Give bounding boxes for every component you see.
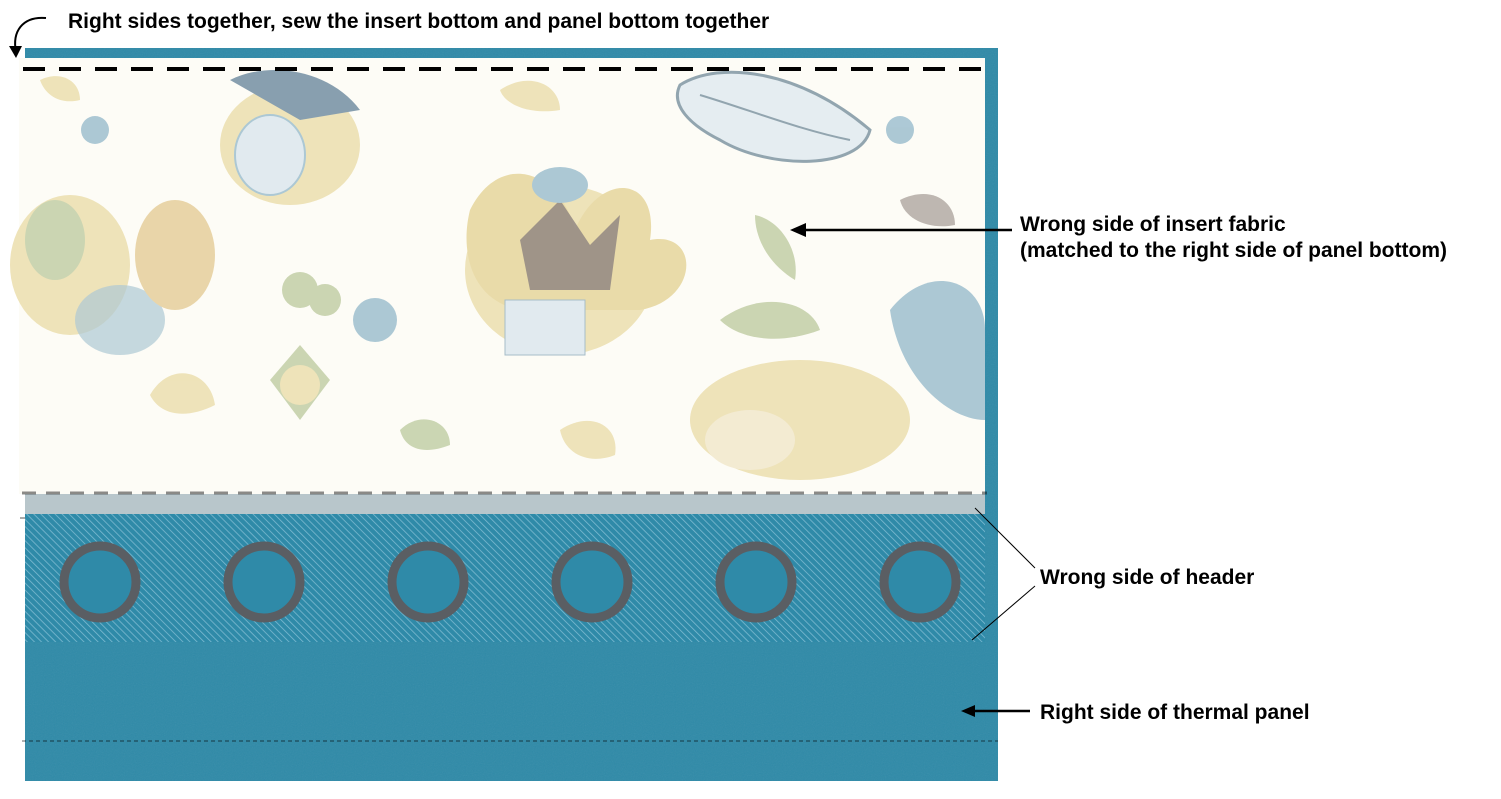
- insert-fabric-label-line1: Wrong side of insert fabric: [1020, 213, 1286, 236]
- curved-arrow-icon: [9, 16, 47, 58]
- thermal-panel-label: Right side of thermal panel: [1040, 701, 1310, 724]
- grommet: [59, 541, 141, 623]
- grommet-row: [59, 541, 961, 623]
- header-leader-lines: [971, 507, 1036, 641]
- grommet: [387, 541, 469, 623]
- floral-pattern: [10, 70, 985, 480]
- diagram-title: Right sides together, sew the insert bot…: [68, 10, 770, 33]
- grommet: [879, 541, 961, 623]
- header: [20, 514, 985, 642]
- header-label: Wrong side of header: [1040, 566, 1255, 589]
- panel-arrow: [961, 705, 1030, 717]
- grommet: [551, 541, 633, 623]
- seam-allowance: [25, 494, 985, 514]
- insert-fabric-label: Wrong side of insert fabric (matched to …: [1020, 212, 1447, 264]
- insert-fabric-label-line2: (matched to the right side of panel bott…: [1020, 239, 1447, 262]
- grommet: [715, 541, 797, 623]
- grommet: [223, 541, 305, 623]
- insert-arrow: [790, 223, 1012, 237]
- insert-fabric: [10, 58, 987, 514]
